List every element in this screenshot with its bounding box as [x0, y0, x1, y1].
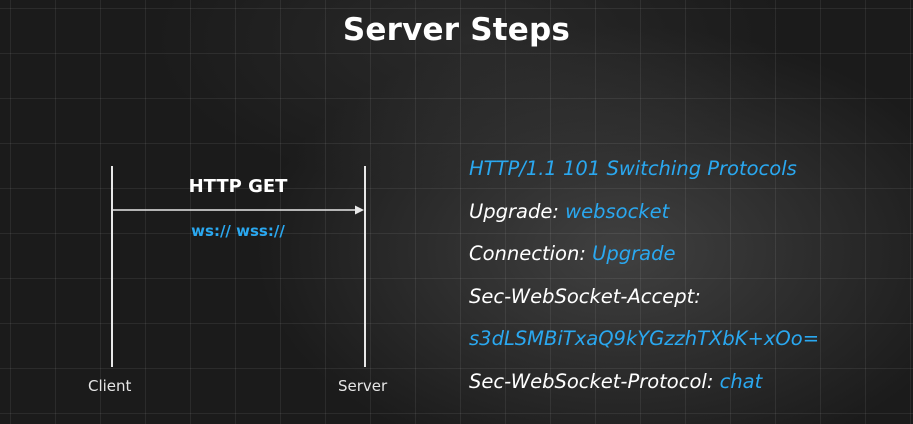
status-line: HTTP/1.1 101 Switching Protocols [469, 153, 819, 196]
header-separator: : [694, 284, 701, 308]
header-upgrade: Upgrade: websocket [469, 196, 819, 239]
header-separator: : [552, 199, 566, 223]
client-lifeline [111, 166, 113, 367]
header-protocol: Sec-WebSocket-Protocol: chat [469, 366, 819, 409]
request-arrow [113, 205, 364, 215]
server-lifeline [364, 166, 366, 367]
header-value: chat [719, 369, 763, 393]
response-block: HTTP/1.1 101 Switching Protocols Upgrade… [469, 153, 819, 408]
header-key: Upgrade [469, 199, 553, 223]
header-value: Upgrade [592, 242, 676, 265]
server-label: Server [338, 377, 388, 395]
slide-title: Server Steps [342, 12, 571, 48]
client-label: Client [88, 377, 132, 395]
header-separator: : [579, 242, 593, 265]
header-key: Sec-WebSocket-Protocol [469, 369, 707, 393]
header-key: Connection [469, 242, 580, 265]
header-accept: Sec-WebSocket-Accept: [469, 281, 819, 324]
request-label: HTTP GET [188, 176, 288, 197]
header-key: Sec-WebSocket-Accept [469, 284, 695, 308]
header-separator: : [706, 369, 720, 393]
header-accept-value: s3dLSMBiTxaQ9kYGzzhTXbK+xOo= [469, 323, 819, 366]
header-value: websocket [565, 199, 670, 223]
header-connection: Connection: Upgrade [469, 238, 819, 281]
scheme-label: ws:// wss:// [191, 222, 285, 240]
header-value: s3dLSMBiTxaQ9kYGzzhTXbK+xOo= [469, 327, 820, 350]
status-line-text: HTTP/1.1 101 Switching Protocols [469, 157, 797, 180]
